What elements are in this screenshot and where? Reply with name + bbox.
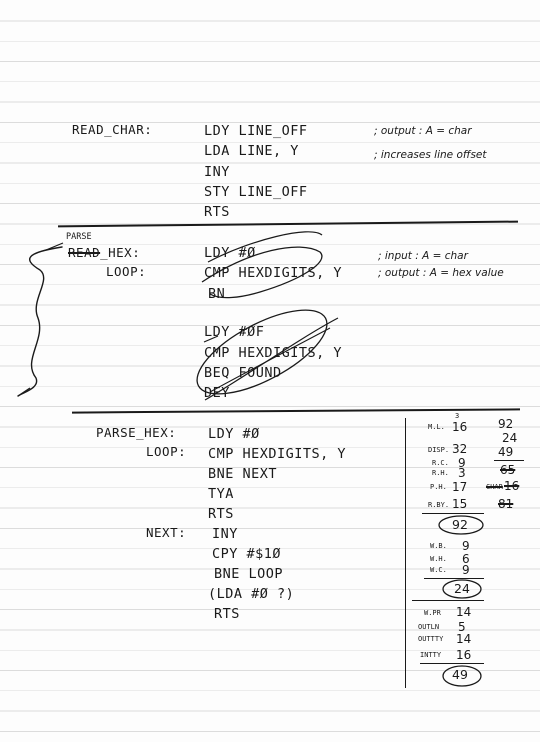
comment-input: ; input : A = char — [378, 250, 468, 262]
parse-hex-draft-label-top: PARSE — [66, 232, 92, 242]
tally-value: 5 — [458, 620, 466, 634]
read-char-label: READ_CHAR: — [72, 122, 153, 137]
scribble-oval — [196, 309, 328, 395]
sum-line — [424, 578, 484, 580]
total-circle — [442, 665, 482, 687]
code-line: BNE LOOP — [214, 566, 284, 582]
side-sum-value: 49 — [498, 445, 514, 459]
side-sum-value: 92 — [498, 417, 514, 431]
tally-label: W.H. — [430, 555, 447, 563]
tally-value: 9 — [462, 539, 470, 553]
tally-total: 92 — [452, 517, 468, 532]
tally-value: 9 — [462, 563, 470, 577]
tally-value: 17 — [452, 480, 468, 494]
code-line: INY — [204, 164, 230, 180]
next-label: NEXT: — [146, 525, 187, 540]
comment-hex-output: ; output : A = hex value — [378, 267, 504, 279]
tally-label: R.C. — [432, 459, 449, 467]
tally-value: 32 — [452, 442, 468, 456]
code-line: CPY #$1Ø — [212, 546, 282, 562]
loop-label: LOOP: — [106, 264, 147, 279]
tally-label: W.PR — [424, 609, 441, 617]
scribble-tick — [203, 335, 219, 343]
scribble-line — [209, 327, 331, 393]
tally-label: OUTLN — [418, 623, 440, 631]
total-circle — [438, 515, 484, 535]
struck-label: CHAR — [486, 483, 503, 491]
total-circle — [442, 579, 482, 599]
code-line: RTS — [214, 606, 240, 622]
tally-value: 9 — [458, 456, 466, 470]
scribble-stroke — [207, 231, 323, 263]
side-sum-value: 24 — [502, 431, 518, 445]
code-line: LDA LINE, Y — [204, 143, 299, 159]
tally-label: W.B. — [430, 542, 447, 550]
tally-total: 49 — [452, 667, 468, 682]
tally-value: 15 — [452, 497, 468, 511]
code-line: BNE NEXT — [208, 466, 278, 482]
code-line: BEQ FOUND — [204, 365, 282, 381]
tally-label: OUTTTY — [418, 635, 444, 643]
sum-line — [420, 663, 484, 665]
comment-offset: ; increases line offset — [374, 149, 487, 161]
tally-label: W.C. — [430, 566, 447, 574]
tally-label: P.H. — [430, 483, 447, 491]
code-line: LDY LINE_OFF — [204, 123, 308, 139]
struck-label: READ — [68, 245, 101, 260]
sum-line — [494, 460, 524, 462]
code-line: RTS — [208, 506, 234, 522]
code-line: STY LINE_OFF — [204, 184, 308, 200]
struck-value: 81 — [498, 497, 514, 511]
tally-total: 24 — [454, 581, 470, 596]
code-line: TYA — [208, 486, 234, 502]
code-line: LDY #Ø — [208, 426, 260, 442]
tally-label: R.BY. — [428, 501, 450, 509]
comment-output: ; output : A = char — [374, 125, 472, 137]
parse-hex-label: PARSE_HEX: — [96, 425, 177, 440]
loop-label: LOOP: — [146, 444, 187, 459]
code-line: CMP HEXDIGITS, Y — [208, 446, 347, 462]
tally-superscript: 3 — [455, 412, 460, 420]
tally-label: R.H. — [432, 469, 449, 477]
tally-value: 3 — [458, 466, 466, 480]
tally-value: 14 — [456, 605, 472, 619]
tally-divider — [405, 418, 407, 688]
label-rest: _HEX: — [100, 245, 141, 260]
scribble-loop — [201, 246, 323, 299]
parse-hex-draft-label: READ_HEX: — [68, 245, 141, 260]
tally-value: 16 — [452, 420, 468, 434]
tally-label: INTTY — [420, 651, 442, 659]
tally-value: 6 — [462, 552, 470, 566]
brace-curve — [17, 246, 63, 397]
brace-tick — [17, 387, 31, 397]
sum-line — [412, 600, 484, 602]
tally-value: 14 — [456, 632, 472, 646]
tally-label: M.L. — [428, 423, 445, 431]
code-line: INY — [212, 526, 238, 542]
code-line: (LDA #Ø ?) — [208, 586, 295, 602]
tally-value: 16 — [456, 648, 472, 662]
struck-value: 65 — [500, 463, 516, 477]
tally-label: DISP. — [428, 446, 450, 454]
sum-line — [422, 513, 484, 515]
code-line: RTS — [204, 204, 230, 220]
arrow-line — [45, 242, 64, 251]
struck-value: 16 — [504, 479, 520, 493]
